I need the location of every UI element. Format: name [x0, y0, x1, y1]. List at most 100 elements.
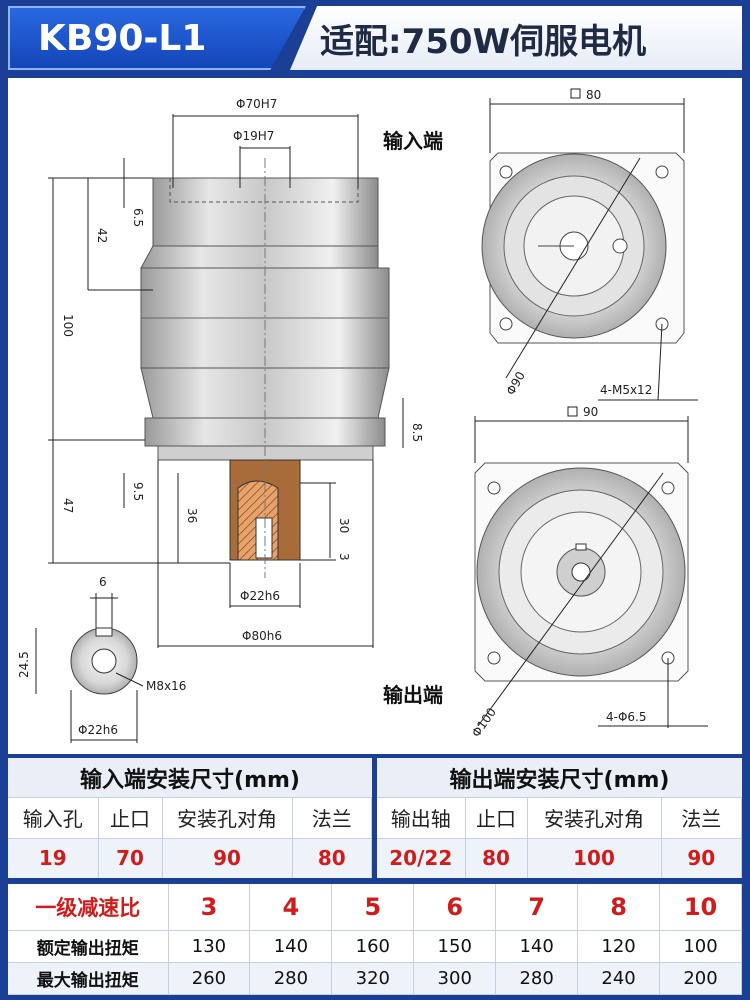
input-pcd-label: Φ90	[503, 369, 527, 397]
rated-torque-value: 150	[413, 930, 497, 963]
ratio-label: 一级减速比	[8, 884, 169, 931]
input-mount-table: 输入孔 止口 安装孔对角 法兰 19 70 90 80	[8, 798, 372, 878]
input-mount-header: 法兰	[292, 798, 372, 839]
output-mount-hole	[487, 481, 501, 495]
output-mount-hole	[487, 651, 501, 665]
ratio-row: 一级减速比 3 4 5 6 7 8 10	[8, 884, 742, 931]
dim-42: 42	[95, 228, 109, 243]
ratio-value: 4	[249, 884, 333, 931]
input-mount-header: 安装孔对角	[162, 798, 293, 839]
output-mount-header: 输出轴	[377, 798, 466, 839]
output-end-view: 90 输出端 Φ100 4-Φ6.5	[383, 405, 708, 740]
input-bore-dash	[169, 177, 359, 203]
inner-dia-label: Φ19H7	[233, 129, 274, 143]
input-mount-header: 止口	[98, 798, 163, 839]
ratio-value: 6	[413, 884, 497, 931]
dim-100: 100	[61, 314, 75, 337]
output-mount-title: 输出端安装尺寸(mm)	[377, 758, 742, 798]
dim-47: 47	[61, 498, 75, 513]
shaft-end-dia-label: Φ22h6	[78, 723, 118, 737]
shaft-end-view: 6 24.5 M8x16 Φ22h6	[17, 575, 186, 743]
output-mount-header: 安装孔对角	[527, 798, 662, 839]
max-torque-label: 最大输出扭矩	[8, 962, 169, 995]
rated-torque-label: 额定输出扭矩	[8, 930, 169, 963]
ratio-panel: 一级减速比 3 4 5 6 7 8 10 额定输出扭矩 130 140 160 …	[8, 884, 742, 995]
page-title: 适配:750W伺服电机	[290, 6, 742, 70]
input-mount-panel: 输入端安装尺寸(mm) 输入孔 止口 安装孔对角 法兰 19 70 90 80	[8, 758, 372, 878]
output-mount-value: 100	[527, 838, 662, 878]
spec-tables: 输入端安装尺寸(mm) 输入孔 止口 安装孔对角 法兰 19 70 90 80 …	[8, 758, 742, 995]
input-mount-hole	[499, 317, 513, 331]
rated-torque-value: 160	[331, 930, 415, 963]
max-torque-row: 最大输出扭矩 260 280 320 300 280 240 200	[8, 962, 742, 995]
dim-6-5: 6.5	[131, 208, 145, 227]
key-width-label: 6	[99, 575, 107, 589]
input-mount-header: 输入孔	[8, 798, 99, 839]
technical-drawing: Φ70H7 Φ19H7 100 42 6.5 47 9.5 36	[8, 78, 742, 754]
ratio-value: 5	[331, 884, 415, 931]
input-mount-title: 输入端安装尺寸(mm)	[8, 758, 372, 798]
dim-3: 3	[337, 553, 351, 561]
max-torque-value: 200	[659, 962, 742, 995]
rated-torque-value: 140	[249, 930, 333, 963]
header-banner: KB90-L1 适配:750W伺服电机	[0, 0, 750, 76]
max-torque-value: 280	[495, 962, 579, 995]
input-holes-label: 4-M5x12	[600, 383, 652, 397]
model-name: KB90-L1	[8, 6, 306, 70]
input-mount-value: 90	[162, 838, 293, 878]
input-square-label: 80	[586, 88, 601, 102]
keyway	[95, 627, 113, 637]
rated-torque-value: 140	[495, 930, 579, 963]
bore-dia-label: Φ70H7	[236, 97, 277, 111]
dim-30: 30	[337, 518, 351, 533]
output-view-label: 输出端	[383, 683, 443, 707]
ratio-value: 8	[577, 884, 661, 931]
input-mount-hole	[499, 165, 513, 179]
output-mount-hole	[661, 481, 675, 495]
output-square-label: 90	[583, 405, 598, 419]
ratio-value: 7	[495, 884, 579, 931]
input-mount-value: 80	[292, 838, 372, 878]
max-torque-value: 260	[168, 962, 251, 995]
center-hole	[91, 648, 117, 674]
thread-label: M8x16	[146, 679, 186, 693]
side-view: Φ70H7 Φ19H7 100 42 6.5 47 9.5 36	[48, 97, 424, 648]
rated-torque-value: 130	[168, 930, 251, 963]
output-mount-value: 20/22	[377, 838, 466, 878]
table-divider	[372, 758, 377, 878]
dim-9-5: 9.5	[131, 482, 145, 501]
ratio-table: 一级减速比 3 4 5 6 7 8 10 额定输出扭矩 130 140 160 …	[8, 884, 742, 995]
dim-8-5: 8.5	[410, 423, 424, 442]
output-mount-header: 止口	[465, 798, 528, 839]
square-symbol	[567, 406, 578, 417]
table-divider	[8, 878, 742, 884]
tapped-hole	[255, 517, 273, 559]
input-mount-value: 70	[98, 838, 163, 878]
rated-torque-row: 额定输出扭矩 130 140 160 150 140 120 100	[8, 930, 742, 963]
input-mount-value: 19	[8, 838, 99, 878]
input-end-view: 输入端 80 Φ90 4-M5x12	[383, 88, 698, 401]
max-torque-value: 280	[249, 962, 333, 995]
max-torque-value: 320	[331, 962, 415, 995]
output-mount-value: 80	[465, 838, 528, 878]
output-holes-label: 4-Φ6.5	[606, 710, 647, 724]
drawing-svg: Φ70H7 Φ19H7 100 42 6.5 47 9.5 36	[17, 88, 708, 743]
output-mount-panel: 输出端安装尺寸(mm) 输出轴 止口 安装孔对角 法兰 20/22 80 100…	[377, 758, 742, 878]
housing-taper	[140, 245, 379, 269]
square-symbol	[570, 88, 581, 99]
input-view-label: 输入端	[383, 129, 443, 153]
max-torque-value: 240	[577, 962, 661, 995]
output-mount-header: 法兰	[661, 798, 742, 839]
input-mount-hole	[655, 165, 669, 179]
key-height-label: 24.5	[17, 651, 31, 678]
shaft-dia-label: Φ22h6	[240, 589, 280, 603]
spigot-dia-label: Φ80h6	[242, 629, 282, 643]
dim-36: 36	[185, 508, 199, 523]
ratio-value: 3	[168, 884, 251, 931]
output-mount-table: 输出轴 止口 安装孔对角 法兰 20/22 80 100 90	[377, 798, 742, 878]
rated-torque-value: 100	[659, 930, 742, 963]
max-torque-value: 300	[413, 962, 497, 995]
ratio-value: 10	[659, 884, 742, 931]
output-pcd-label: Φ100	[469, 705, 499, 740]
output-mount-value: 90	[661, 838, 742, 878]
